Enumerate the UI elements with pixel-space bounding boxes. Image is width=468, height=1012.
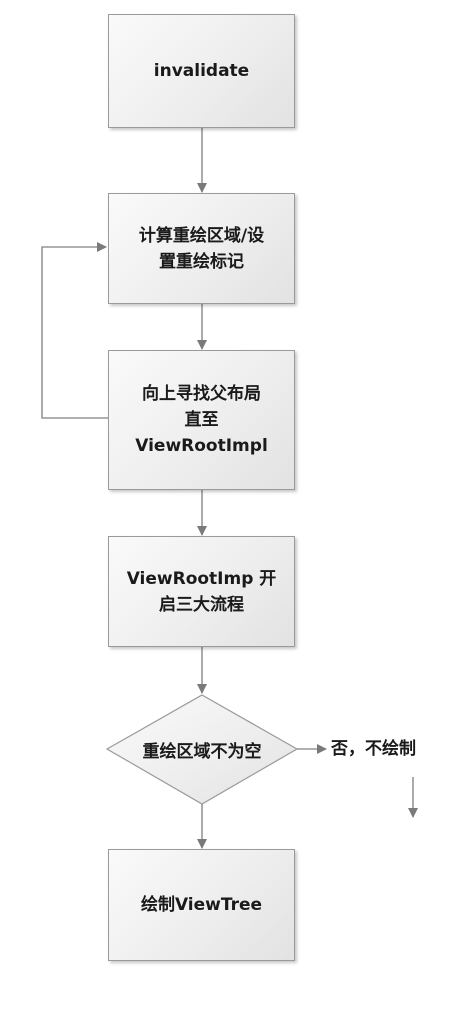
no-branch-label: 否，不绘制 [331,739,416,759]
invalidate-label: invalidate [153,61,250,81]
find-parent-label: 向上寻找父布局 直至 ViewRootImpl [135,384,268,456]
decision-label: 重绘区域不为空 [142,741,262,762]
compute-region-label: 计算重绘区域/设 置重绘标记 [138,225,265,272]
start-flow-label: ViewRootImp 开 启三大流程 [126,568,277,615]
draw-viewtree-label: 绘制ViewTree [140,895,263,915]
loop-arrow-find-parent-to-compute [41,242,108,419]
start-flow-box: ViewRootImp 开 启三大流程 [108,536,295,647]
invalidate-box: invalidate [108,14,295,128]
find-parent-box: 向上寻找父布局 直至 ViewRootImpl [108,350,295,490]
draw-viewtree-box: 绘制ViewTree [108,849,295,961]
compute-region-box: 计算重绘区域/设 置重绘标记 [108,193,295,304]
